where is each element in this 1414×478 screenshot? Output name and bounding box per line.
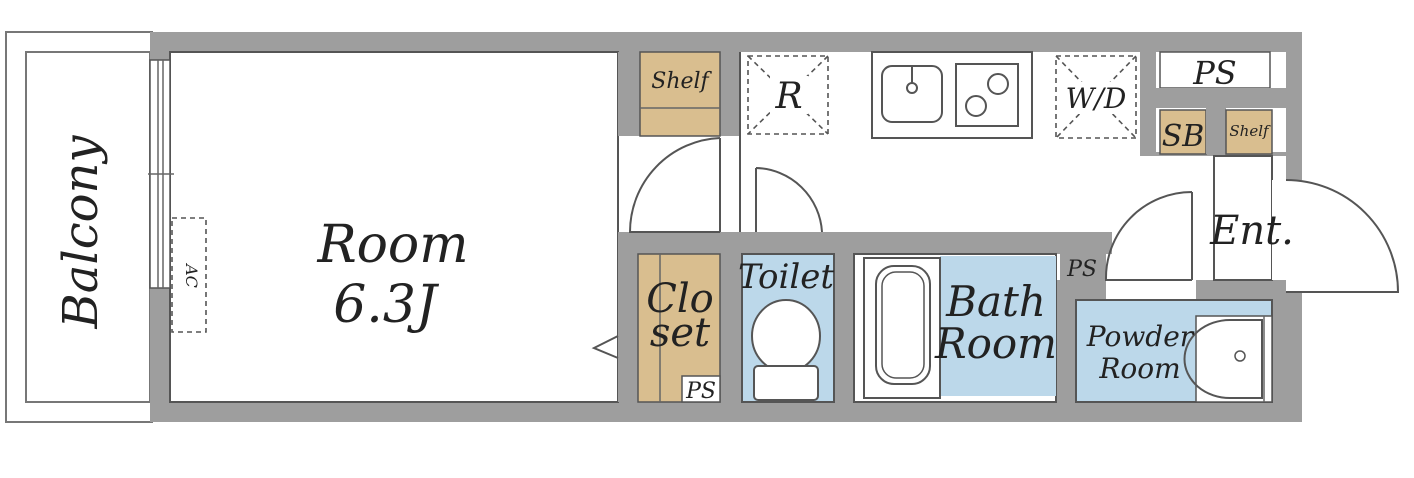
entrance-area: Ent.	[1209, 155, 1400, 293]
shoe-box: SB	[1159, 109, 1207, 155]
shelf-2: Shelf	[1225, 109, 1273, 155]
bath-label-1: Bath	[945, 277, 1046, 326]
closet: Clo set PS	[591, 253, 721, 404]
interior-walls	[618, 52, 1286, 402]
room-label: Room	[316, 215, 468, 275]
washer-dryer-label: W/D	[1066, 82, 1127, 115]
powder-label-1: Powder	[1086, 320, 1195, 353]
bath-label-2: Room	[934, 319, 1057, 368]
toilet-label: Toilet	[738, 257, 834, 297]
shelf-2-label: Shelf	[1229, 122, 1271, 140]
powder-label-2: Room	[1098, 352, 1180, 385]
toilet-bowl-icon	[751, 299, 821, 373]
toilet-door	[755, 167, 823, 233]
balcony-area: Balcony	[5, 31, 153, 423]
sliding-window	[148, 59, 174, 289]
bath-room: Bath Room	[853, 253, 1057, 403]
toilet-room: Toilet	[738, 253, 835, 403]
room-door	[628, 137, 721, 233]
pipe-space-3-label: PS	[1066, 257, 1097, 282]
pipe-space-2-label: PS	[685, 379, 716, 404]
shelf-1-label: Shelf	[651, 69, 712, 94]
ac-unit: AC	[171, 217, 207, 333]
ac-label: AC	[182, 262, 201, 288]
washer-dryer-space: W/D	[1052, 52, 1140, 139]
washbasin-icon	[1183, 319, 1263, 399]
kitchen-counter	[871, 51, 1033, 139]
room-size-label: 6.3J	[333, 275, 440, 335]
entrance-label: Ent.	[1209, 208, 1294, 254]
shelf-1: Shelf	[639, 51, 721, 137]
stove-icon	[955, 63, 1019, 127]
closet-label-1: Clo	[646, 276, 713, 322]
entrance-door	[1285, 179, 1400, 293]
pipe-space-1: PS	[1159, 51, 1271, 92]
refrigerator-space: R	[747, 55, 829, 135]
refrigerator-label: R	[774, 76, 802, 117]
balcony-label: Balcony	[53, 135, 109, 330]
pipe-space-1-label: PS	[1192, 54, 1236, 92]
closet-label-2: set	[650, 310, 711, 356]
shoe-box-label: SB	[1162, 119, 1205, 154]
toilet-tank-icon	[753, 365, 819, 401]
powder-room-door	[1104, 191, 1193, 281]
main-room-floor	[169, 51, 619, 403]
powder-room: Powder Room	[1075, 299, 1273, 403]
